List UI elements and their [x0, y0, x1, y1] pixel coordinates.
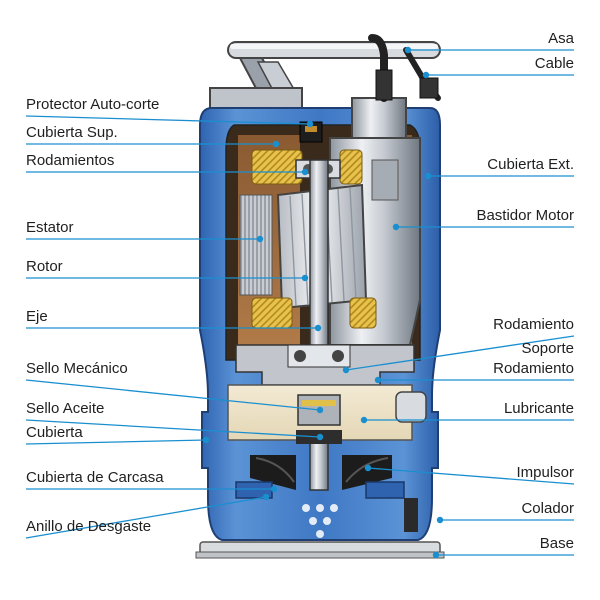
label-sello-aceite: Sello Aceite [26, 400, 105, 417]
strainer-bolt [404, 498, 418, 532]
label-estator: Estator [26, 219, 74, 236]
oil-seal [296, 430, 342, 444]
label-rotor: Rotor [26, 258, 63, 275]
label-impulsor: Impulsor [516, 464, 574, 481]
strainer-holes [302, 504, 338, 538]
label-rodamientos: Rodamientos [26, 152, 115, 169]
label-anillo-de-desgaste: Anillo de Desgaste [26, 518, 152, 535]
label-base: Base [539, 535, 574, 552]
label-bastidor-motor: Bastidor Motor [476, 207, 574, 224]
label-rodamiento: Rodamiento [493, 316, 574, 333]
impeller [250, 455, 392, 490]
stator [239, 194, 273, 296]
label-soporte-rodamiento: Rodamiento [493, 360, 574, 377]
label-lubricante: Lubricante [503, 400, 574, 417]
label-cable: Cable [534, 55, 574, 72]
label-protector-auto-corte: Protector Auto-corte [26, 96, 160, 113]
mechanical-seal [297, 394, 341, 426]
winding-bottom [251, 297, 293, 329]
cable [368, 34, 441, 102]
label-cubierta: Cubierta [26, 424, 83, 441]
top-collar [209, 87, 303, 111]
label-soporte: Soporte [521, 340, 574, 357]
label-sello-mecanico: Sello Mecánico [26, 360, 128, 377]
label-cubierta-sup: Cubierta Sup. [26, 124, 118, 141]
label-eje: Eje [26, 308, 48, 325]
winding-top [251, 149, 303, 185]
label-asa: Asa [548, 30, 574, 47]
label-cubierta-de-carcasa: Cubierta de Carcasa [26, 469, 164, 486]
label-colador: Colador [521, 500, 574, 517]
label-cubierta-ext: Cubierta Ext. [487, 156, 574, 173]
